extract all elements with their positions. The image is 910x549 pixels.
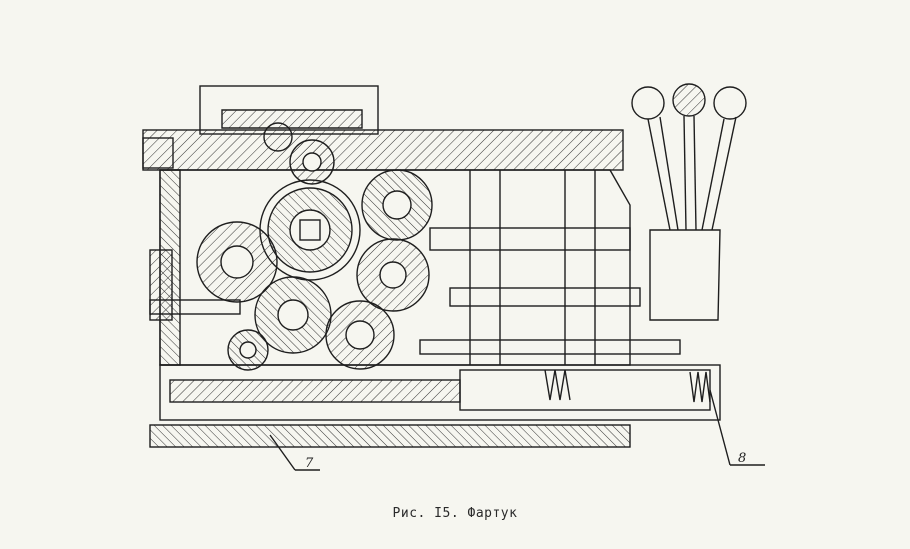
gear-left xyxy=(196,221,278,303)
top-cover xyxy=(142,85,624,171)
figure-caption: Рис. I5. Фартук xyxy=(392,506,518,521)
gear-top-small xyxy=(263,122,335,185)
gear-right-upper xyxy=(361,169,433,241)
callout-leaders xyxy=(269,389,765,471)
lower-rod-assembly xyxy=(149,364,721,448)
worm-gear xyxy=(227,329,269,371)
control-levers[interactable] xyxy=(631,83,747,321)
shafts xyxy=(149,170,681,365)
callout-label-8: 8 xyxy=(738,451,746,466)
gear-lower-right xyxy=(325,300,395,370)
callout-label-7: 7 xyxy=(305,456,314,471)
gear-lower-center xyxy=(254,276,332,354)
gear-right-mid xyxy=(356,238,430,312)
